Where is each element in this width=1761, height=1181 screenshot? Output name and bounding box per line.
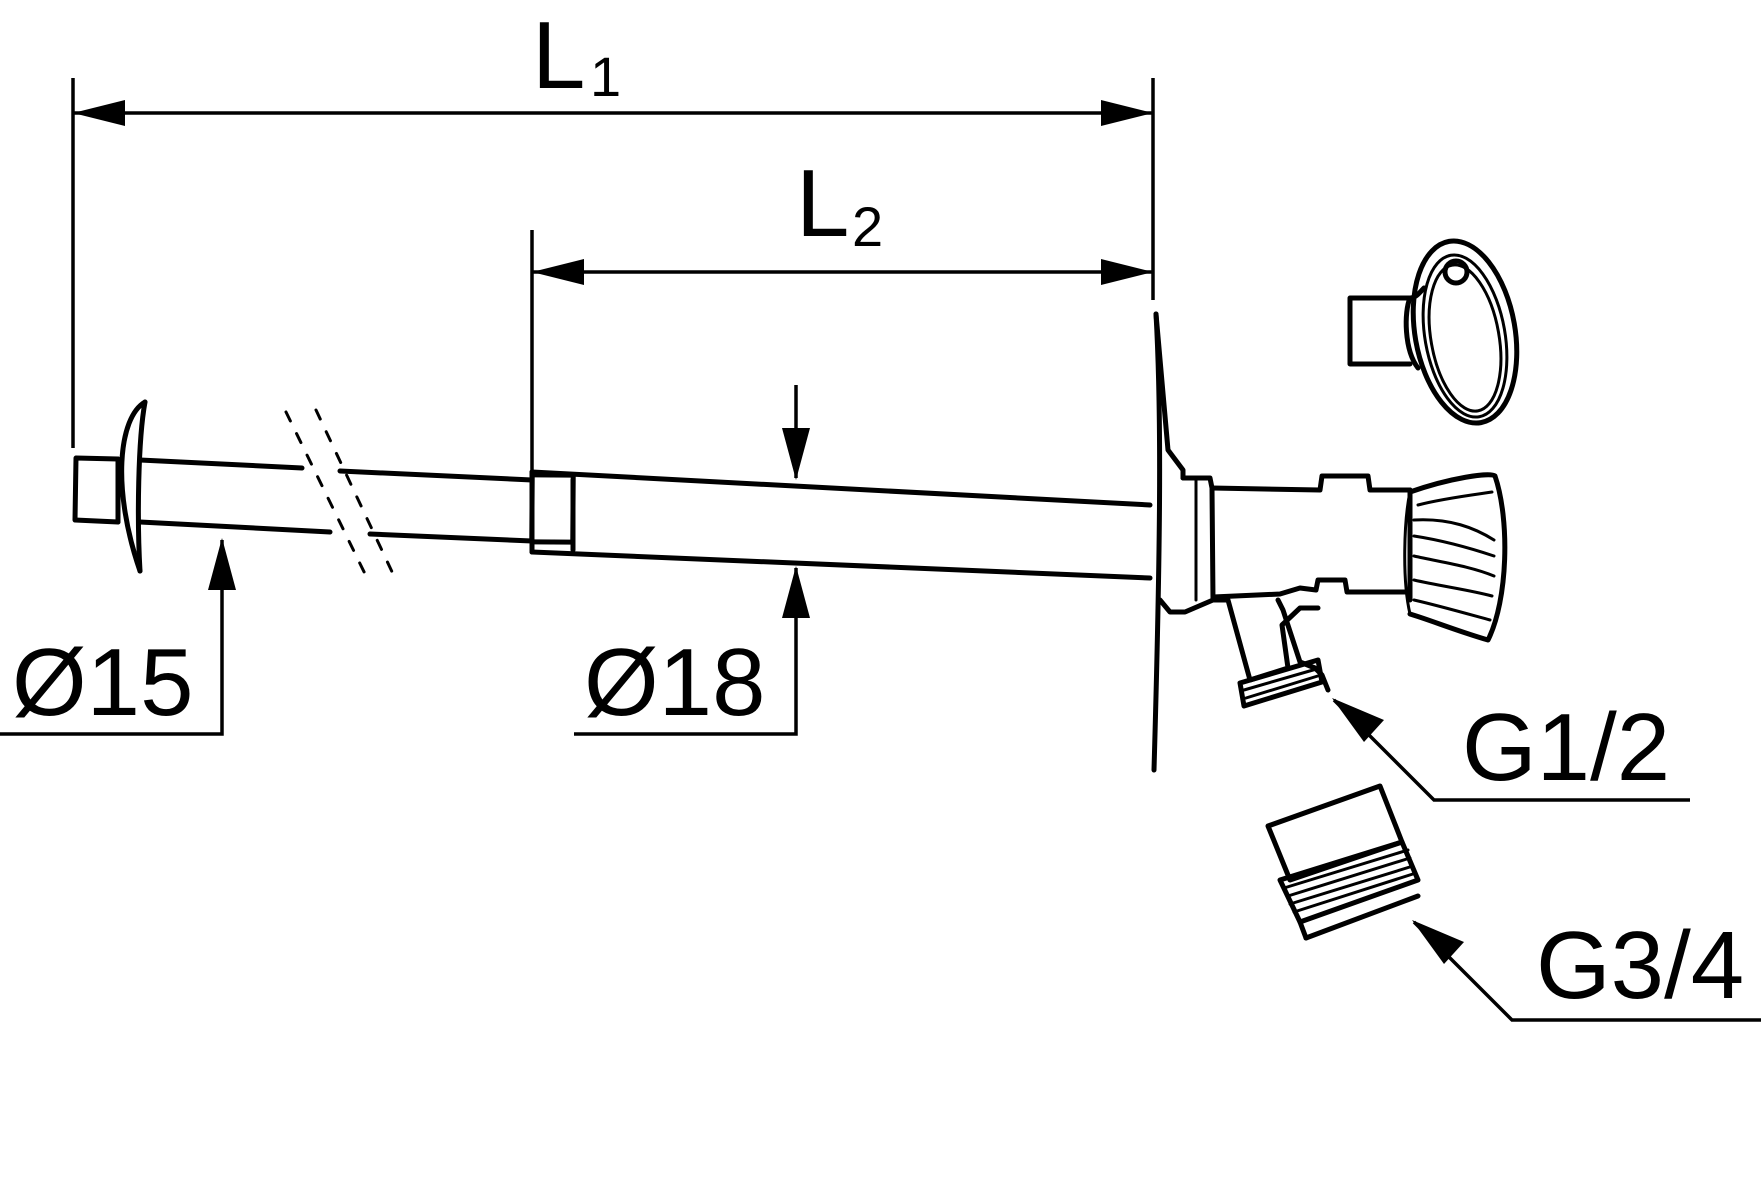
l1-label: L <box>532 2 585 109</box>
pipe-thick <box>529 469 1153 581</box>
svg-text:2: 2 <box>852 195 883 258</box>
leader-d15: Ø15 <box>0 538 236 736</box>
d18-label: Ø18 <box>584 629 765 736</box>
dimension-l2: L 2 <box>530 150 1153 472</box>
g12-label: G1/2 <box>1462 694 1670 801</box>
key <box>1347 238 1520 426</box>
svg-text:L: L <box>532 2 585 109</box>
pipe-thin <box>72 399 535 582</box>
svg-text:L: L <box>796 150 849 257</box>
d15-label: Ø15 <box>12 629 193 736</box>
l1-subscript: 1 <box>590 45 621 108</box>
dimension-l1: L 1 <box>71 2 1155 448</box>
adapter-g34 <box>1265 783 1421 941</box>
g34-label: G3/4 <box>1536 912 1744 1019</box>
wall-plate <box>1151 311 1186 773</box>
svg-text:1: 1 <box>590 45 621 108</box>
leader-d18: Ø18 <box>574 385 810 736</box>
l2-subscript: 2 <box>852 195 883 258</box>
leader-g34: G3/4 <box>1412 912 1761 1022</box>
valve-body <box>1180 472 1508 709</box>
leader-g12: G1/2 <box>1332 694 1690 802</box>
l2-label: L <box>796 150 849 257</box>
